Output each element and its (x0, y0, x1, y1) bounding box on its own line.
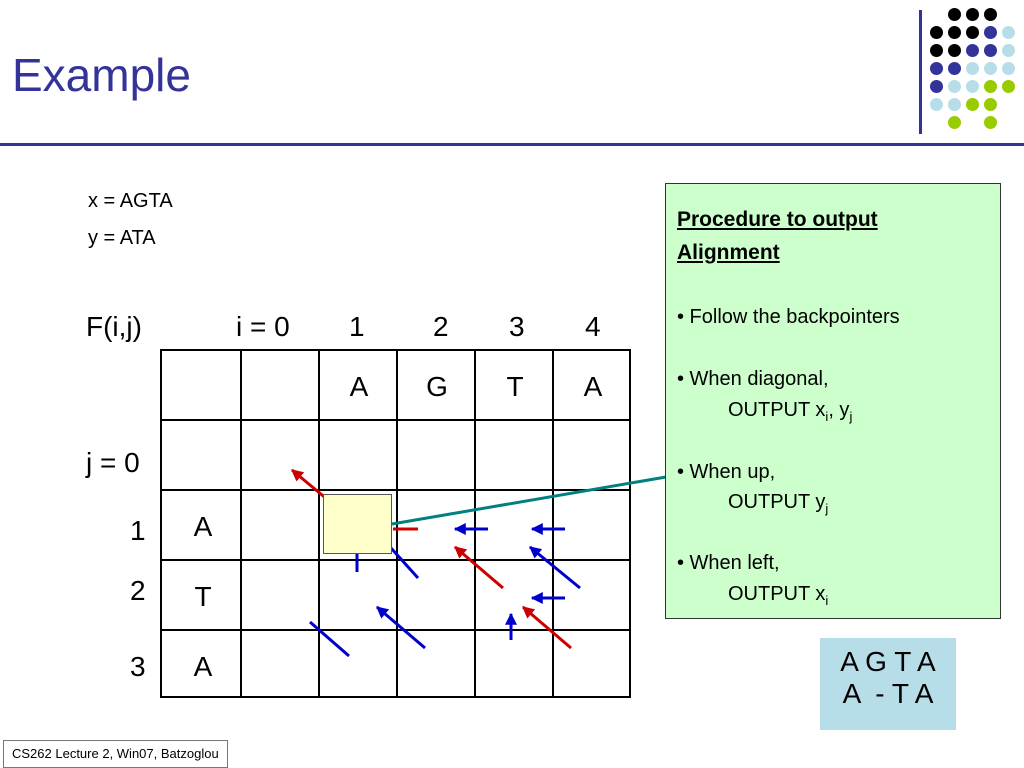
decor-dot (966, 26, 979, 39)
decor-dot (948, 26, 961, 39)
sequence-y: y = ATA (88, 227, 156, 249)
footer-label: CS262 Lecture 2, Win07, Batzoglou (3, 740, 228, 768)
decor-dot (948, 8, 961, 21)
decor-dot (1002, 62, 1015, 75)
procedure-bullet-2-output: OUTPUT xi, yj (728, 399, 853, 424)
procedure-box: Procedure to output Alignment • Follow t… (665, 183, 1001, 619)
y-letter-1: A (193, 511, 213, 542)
procedure-bullet-3: • When up, (677, 461, 776, 483)
procedure-bullet-2: • When diagonal, (677, 368, 829, 390)
arrow-red-diag-2 (454, 545, 504, 590)
alignment-top: A G T A (840, 646, 936, 677)
decor-dot (984, 116, 997, 129)
decor-dot (984, 8, 997, 21)
procedure-bullet-3-output: OUTPUT yj (728, 491, 829, 516)
x-letter-1: A (349, 371, 369, 402)
decor-dot (1002, 26, 1015, 39)
procedure-bullet-1: • Follow the backpointers (677, 306, 900, 328)
y-letter-3: A (193, 651, 213, 682)
y-letter-2: T (194, 581, 212, 612)
matrix-label: F(i,j) (86, 311, 142, 342)
decor-dot (948, 98, 961, 111)
decor-dot (984, 44, 997, 57)
x-letter-3: T (506, 371, 524, 402)
decor-dot (930, 80, 943, 93)
decor-dot (984, 80, 997, 93)
decor-dot (966, 44, 979, 57)
decor-dot (930, 98, 943, 111)
arrow-blue-diag-4 (309, 620, 350, 658)
decor-dot (948, 62, 961, 75)
decor-dot (930, 62, 943, 75)
decor-vertical-bar (919, 10, 922, 134)
decor-dot (984, 98, 997, 111)
x-letter-4: A (583, 371, 603, 402)
arrow-blue-diag-3 (376, 605, 426, 650)
decor-dot (966, 62, 979, 75)
decor-dot (948, 80, 961, 93)
decor-dot (984, 62, 997, 75)
procedure-bullet-4: • When left, (677, 552, 780, 574)
procedure-heading-1: Procedure to output (677, 208, 878, 231)
decor-dot (966, 98, 979, 111)
col-index-2: 2 (433, 311, 449, 342)
alignment-result: A G T A A - T A (820, 638, 956, 730)
col-index-1: 1 (349, 311, 365, 342)
sequence-x: x = AGTA (88, 190, 173, 212)
title-underline (0, 143, 1024, 146)
connector-line (391, 475, 667, 526)
decor-dot (1002, 80, 1015, 93)
decor-dot (966, 80, 979, 93)
row-index-1: 1 (130, 515, 146, 546)
col-index-3: 3 (509, 311, 525, 342)
highlighted-cell (323, 494, 392, 554)
col-index-4: 4 (585, 311, 601, 342)
procedure-bullet-4-output: OUTPUT xi (728, 583, 829, 608)
decor-dot (948, 44, 961, 57)
decor-dot (930, 26, 943, 39)
row-index-2: 2 (130, 575, 146, 606)
col-index-0: i = 0 (236, 311, 290, 342)
arrow-blue-diag-2 (529, 545, 581, 590)
page-title: Example (12, 49, 191, 101)
decor-dot (948, 116, 961, 129)
row-index-0: j = 0 (86, 447, 140, 478)
x-letter-2: G (426, 371, 448, 402)
arrow-red-diag-3 (522, 605, 572, 650)
alignment-bottom: A - T A (842, 678, 934, 710)
decor-dot (930, 44, 943, 57)
decor-dot (984, 26, 997, 39)
decor-dot (1002, 44, 1015, 57)
procedure-heading-2: Alignment (677, 240, 780, 264)
row-index-3: 3 (130, 651, 146, 682)
decor-dot (966, 8, 979, 21)
